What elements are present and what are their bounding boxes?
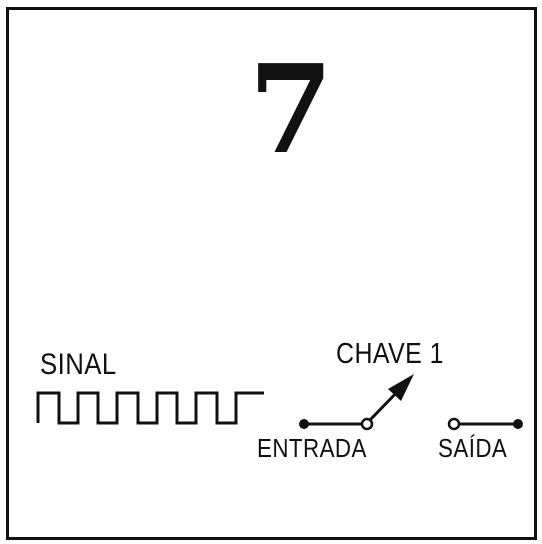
- switch-arrow-head: [388, 374, 414, 401]
- output-label: SAÍDA: [438, 433, 508, 463]
- square-wave-signal: [36, 391, 264, 425]
- switch-pivot: [360, 417, 374, 431]
- signal-label: SINAL: [40, 348, 117, 381]
- figure-number: 7: [248, 37, 334, 181]
- input-label: ENTRADA: [257, 433, 367, 463]
- figure-frame: [6, 7, 537, 540]
- switch-label: CHAVE 1: [336, 338, 444, 370]
- output-open-contact: [447, 417, 461, 431]
- output-terminal: [513, 419, 523, 429]
